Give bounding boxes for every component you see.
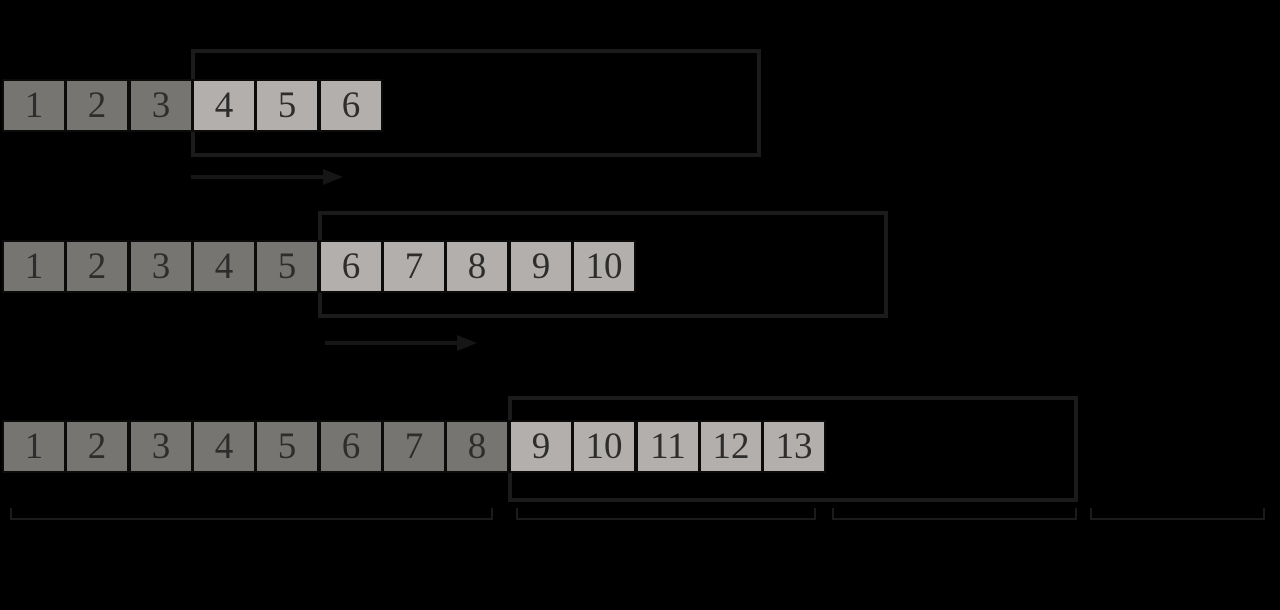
group-bracket-3	[832, 508, 1077, 520]
sent-cell-8: 8	[445, 420, 509, 473]
window-cell-13: 13	[762, 420, 826, 473]
group-bracket-4	[1090, 508, 1265, 520]
window-cell-6: 6	[319, 240, 383, 293]
sent-cell-4: 4	[192, 240, 256, 293]
window-cell-10: 10	[572, 240, 636, 293]
window-cell-9: 9	[509, 420, 573, 473]
slide-right-arrow-icon	[191, 169, 343, 185]
sent-cell-7: 7	[382, 420, 446, 473]
window-cell-4: 4	[192, 79, 256, 132]
slide-right-arrow-icon	[325, 335, 477, 351]
sent-cell-2: 2	[65, 79, 129, 132]
sent-cell-4: 4	[192, 420, 256, 473]
sent-cell-2: 2	[65, 420, 129, 473]
arrow-head	[323, 169, 343, 185]
sent-cell-1: 1	[2, 79, 66, 132]
sent-cell-3: 3	[129, 420, 193, 473]
window-cell-6: 6	[319, 79, 383, 132]
window-cell-9: 9	[509, 240, 573, 293]
sent-cell-1: 1	[2, 240, 66, 293]
sent-cell-3: 3	[129, 240, 193, 293]
window-cell-11: 11	[636, 420, 700, 473]
window-cell-12: 12	[699, 420, 763, 473]
sent-cell-3: 3	[129, 79, 193, 132]
arrow-shaft	[325, 341, 463, 345]
sent-cell-5: 5	[255, 240, 319, 293]
window-cell-8: 8	[445, 240, 509, 293]
arrow-head	[457, 335, 477, 351]
window-cell-5: 5	[255, 79, 319, 132]
window-cell-7: 7	[382, 240, 446, 293]
sent-cell-1: 1	[2, 420, 66, 473]
group-bracket-2	[516, 508, 816, 520]
sent-cell-5: 5	[255, 420, 319, 473]
arrow-shaft	[191, 175, 329, 179]
group-bracket-1	[10, 508, 493, 520]
sent-cell-2: 2	[65, 240, 129, 293]
sent-cell-6: 6	[319, 420, 383, 473]
window-cell-10: 10	[572, 420, 636, 473]
